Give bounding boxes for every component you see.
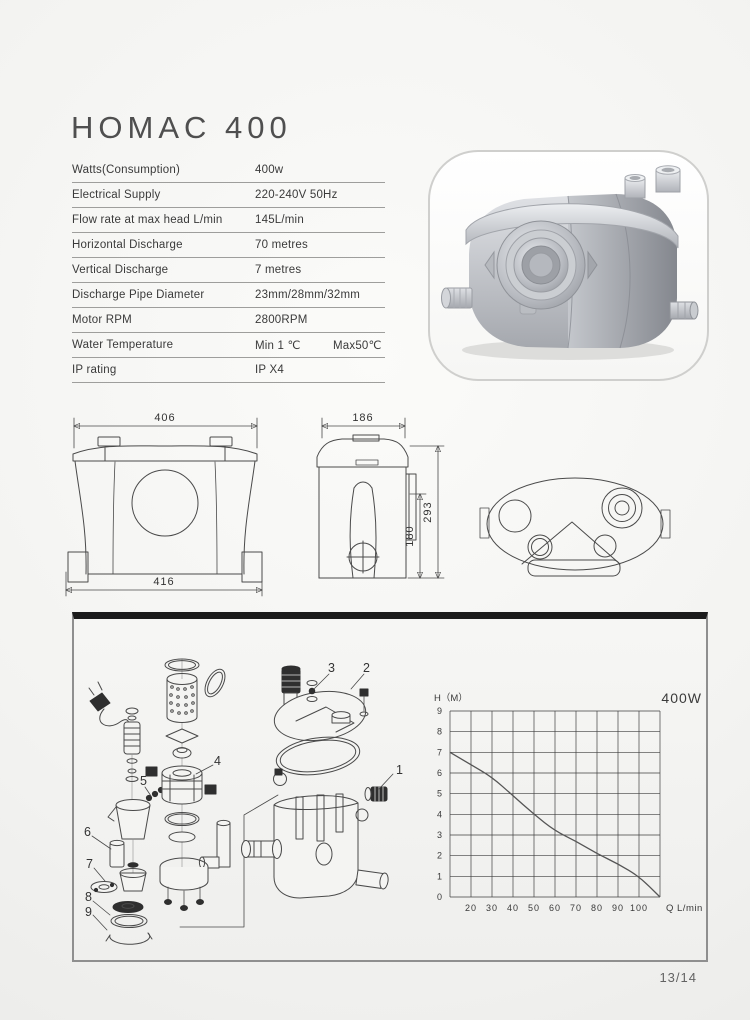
svg-text:0: 0 (437, 892, 442, 902)
chart-y-ticks: 0 1 2 3 4 5 6 7 8 9 (437, 706, 442, 902)
dimension-label: 416 (153, 576, 174, 588)
part-number-label: 6 (84, 825, 92, 839)
spec-row-flow-rate: Flow rate at max head L/min 145L/min (72, 208, 385, 233)
spec-label: Motor RPM (72, 314, 132, 326)
spec-row-watts: Watts(Consumption) 400w (72, 158, 385, 183)
svg-text:8: 8 (437, 727, 442, 737)
part-number-label: 5 (140, 774, 148, 788)
chart-y-axis-label: H（M） (434, 692, 468, 704)
part-number-label: 7 (86, 857, 94, 871)
top-view-drawing (479, 477, 671, 577)
exploded-right-assembly (241, 665, 389, 899)
svg-text:90: 90 (612, 903, 624, 913)
chart-grid (449, 710, 661, 898)
pump-curve-svg: 0 1 2 3 4 5 6 7 8 9 20 30 40 50 60 70 80 90 100 H（M） Q L/min… (434, 690, 703, 914)
dimension-label: 293 (422, 501, 434, 522)
spec-label: Vertical Discharge (72, 264, 169, 276)
page-title: HOMAC 400 (71, 110, 292, 145)
spec-row-ip-rating: IP rating IP X4 (72, 358, 385, 383)
spec-table: Watts(Consumption) 400w Electrical Suppl… (72, 158, 385, 383)
spec-label: Electrical Supply (72, 189, 161, 201)
dimension-label: 406 (154, 412, 175, 424)
spec-value: 7 metres (255, 264, 302, 276)
spec-value: 2800RPM (255, 314, 308, 326)
spec-value: Min 1 ℃ (255, 340, 301, 352)
spec-label: Watts(Consumption) (72, 164, 180, 176)
part-number-label: 9 (85, 905, 93, 919)
chart-title: 400W (661, 690, 702, 706)
spec-value: IP X4 (255, 364, 284, 376)
svg-text:9: 9 (437, 706, 442, 716)
part-number-label: 3 (328, 661, 336, 675)
svg-text:1: 1 (437, 871, 442, 881)
dimension-label: 180 (404, 525, 416, 546)
svg-text:3: 3 (437, 830, 442, 840)
part-number-label: 4 (214, 754, 222, 768)
svg-text:80: 80 (591, 903, 603, 913)
product-image-frame (428, 150, 709, 381)
svg-text:2: 2 (437, 851, 442, 861)
spec-row-vertical-discharge: Vertical Discharge 7 metres (72, 258, 385, 283)
svg-text:6: 6 (437, 768, 442, 778)
exploded-parts-diagram: 1 2 3 4 5 6 7 8 9 (84, 658, 404, 945)
dimension-drawings: 406 416 186 (60, 412, 671, 597)
svg-text:5: 5 (437, 789, 442, 799)
svg-text:30: 30 (486, 903, 498, 913)
spec-value: 400w (255, 164, 284, 176)
svg-text:50: 50 (528, 903, 540, 913)
front-view-drawing: 406 416 (66, 412, 262, 597)
svg-text:20: 20 (465, 903, 477, 913)
svg-text:70: 70 (570, 903, 582, 913)
spec-row-pipe-diameter: Discharge Pipe Diameter 23mm/28mm/32mm (72, 283, 385, 308)
svg-text:4: 4 (437, 809, 442, 819)
spec-row-motor-rpm: Motor RPM 2800RPM (72, 308, 385, 333)
exploded-middle-assembly (145, 658, 279, 928)
pump-performance-chart: 0 1 2 3 4 5 6 7 8 9 20 30 40 50 60 70 80 90 100 H（M） Q L/min… (414, 677, 706, 943)
part-number-callouts: 1 2 3 4 5 6 7 8 9 (84, 661, 404, 931)
spec-label: Water Temperature (72, 339, 174, 351)
chart-x-ticks: 20 30 40 50 60 70 80 90 100 (465, 903, 648, 913)
dimension-label: 186 (352, 412, 373, 424)
spec-label: IP rating (72, 364, 117, 376)
spec-row-horizontal-discharge: Horizontal Discharge 70 metres (72, 233, 385, 258)
part-number-label: 1 (396, 763, 404, 777)
spec-label: Flow rate at max head L/min (72, 214, 223, 226)
part-number-label: 8 (85, 890, 93, 904)
spec-value2: Max50℃ (333, 340, 382, 352)
svg-text:40: 40 (507, 903, 519, 913)
side-view-drawing: 186 293 180 (316, 412, 445, 578)
spec-value: 145L/min (255, 214, 304, 226)
svg-text:7: 7 (437, 747, 442, 757)
spec-label: Discharge Pipe Diameter (72, 289, 205, 301)
spec-label: Horizontal Discharge (72, 239, 183, 251)
svg-text:100: 100 (630, 903, 648, 913)
svg-text:60: 60 (549, 903, 561, 913)
spec-value: 70 metres (255, 239, 308, 251)
spec-row-water-temperature: Water Temperature Min 1 ℃ Max50℃ (72, 333, 385, 358)
part-number-label: 2 (363, 661, 371, 675)
chart-x-axis-label: Q L/min (666, 903, 703, 914)
exploded-left-assembly (88, 681, 171, 945)
spec-value: 23mm/28mm/32mm (255, 289, 361, 301)
page-number: 13/14 (659, 970, 697, 985)
spec-value: 220-240V 50Hz (255, 189, 338, 201)
chart-curve (449, 751, 661, 898)
product-pump-image (441, 165, 699, 360)
spec-row-electrical-supply: Electrical Supply 220-240V 50Hz (72, 183, 385, 208)
